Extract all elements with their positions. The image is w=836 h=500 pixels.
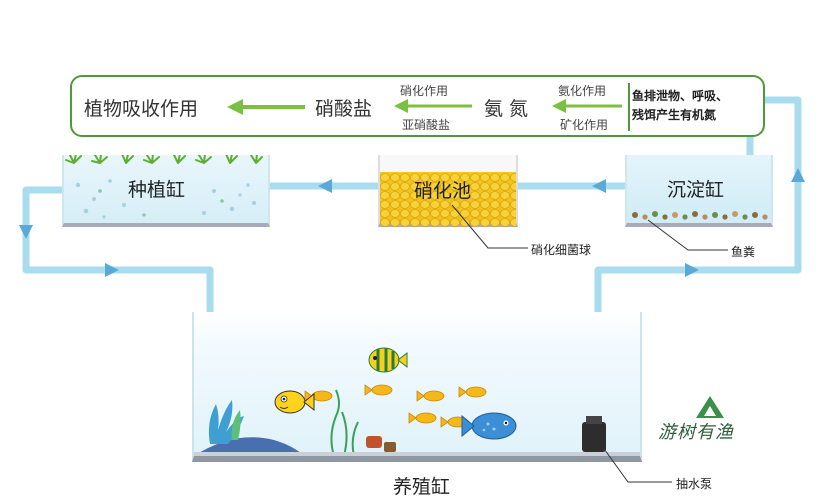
nitrite-label: 亚硝酸盐 <box>402 118 451 132</box>
sediment <box>632 211 768 220</box>
flow-arrow-left-1 <box>592 179 606 193</box>
flow-arrow-up-right <box>791 168 805 182</box>
mineralization-label: 矿化作用 <box>560 118 609 132</box>
goldfish-group <box>304 384 487 428</box>
planting-tank: 种植缸 <box>62 155 270 227</box>
fish-feces-callout: 鱼粪 <box>731 245 756 259</box>
ammonia-label: 氨 氮 <box>484 98 529 120</box>
flow-arrow-right-bottom <box>105 263 119 277</box>
settling-tank: 沉淀缸 <box>625 155 773 227</box>
pump-callout: 抽水泵 <box>676 477 713 491</box>
plant-absorb-label: 植物吸收作用 <box>84 98 199 120</box>
nitrogen-cycle-box: 植物吸收作用 硝酸盐 硝化作用 亚硝酸盐 氨 氮 氨化作用 矿化作用 鱼排泄物、… <box>70 75 765 137</box>
striped-fish <box>368 347 408 373</box>
pipe-planting-to-breeding <box>22 186 214 365</box>
arrow-left-icon <box>227 99 305 115</box>
pump-icon <box>582 416 606 452</box>
arrow-left-icon <box>552 99 622 113</box>
source-line-2: 残饵产生有机氮 <box>632 108 717 122</box>
ammonification-label: 氨化作用 <box>558 84 607 98</box>
flow-arrow-left-2 <box>318 179 332 193</box>
cycle-divider <box>628 83 630 131</box>
breeding-tank-label: 养殖缸 <box>393 476 451 498</box>
logo-mark-icon <box>696 396 724 418</box>
source-line-1: 鱼排泄物、呼吸、 <box>632 89 729 103</box>
breeding-tank <box>192 312 642 462</box>
settling-tank-label: 沉淀缸 <box>667 179 725 201</box>
nitrification-tank-label: 硝化池 <box>414 180 472 202</box>
flow-arrow-down-left <box>19 225 33 239</box>
planting-tank-label: 种植缸 <box>128 179 186 201</box>
flow-arrow-right-pump <box>685 263 699 277</box>
arrow-left-icon <box>394 99 472 113</box>
brand-logo-text: 游树有渔 <box>658 422 734 443</box>
nitrate-label: 硝酸盐 <box>315 98 373 120</box>
plants-and-bubbles <box>65 155 263 219</box>
nitrification-tank: 硝化池 <box>378 155 518 227</box>
bacteria-balls-callout: 硝化细菌球 <box>531 243 592 257</box>
yellow-fish <box>274 390 315 414</box>
blue-fish <box>461 412 517 440</box>
nitrification-label: 硝化作用 <box>400 84 449 98</box>
aquarium-scene <box>194 347 640 456</box>
